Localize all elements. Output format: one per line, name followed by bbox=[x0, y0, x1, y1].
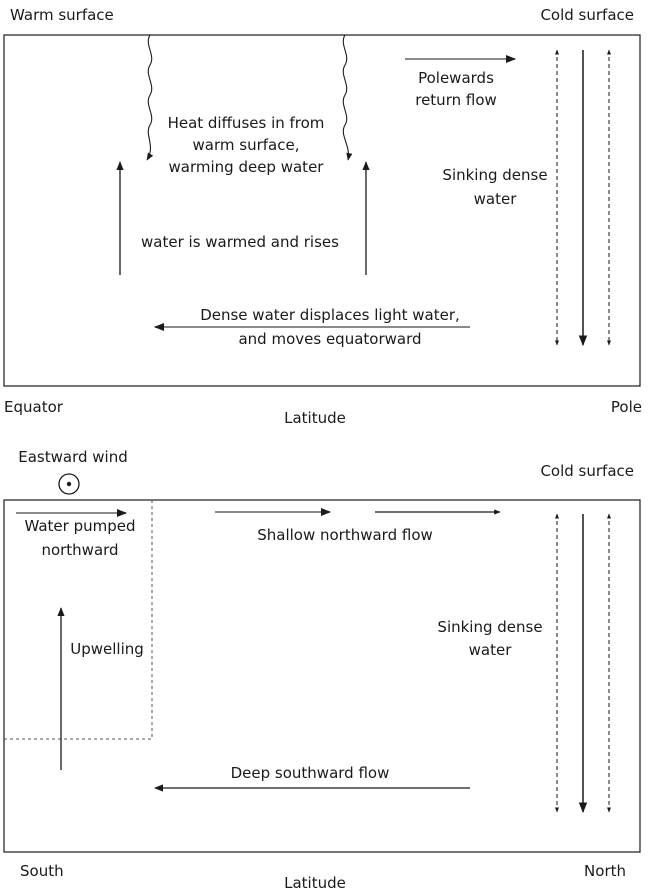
heat-diffusion-arrow-left bbox=[146, 34, 154, 161]
warmed-rises-text: water is warmed and rises bbox=[141, 233, 339, 251]
sinking-text-bottom-2: water bbox=[469, 641, 513, 659]
pumped-text-1: Water pumped bbox=[24, 517, 135, 535]
sinking-text-1: Sinking dense bbox=[442, 166, 547, 184]
eastward-wind-label: Eastward wind bbox=[18, 448, 127, 466]
heat-diffuses-text-2: warm surface, bbox=[193, 136, 300, 154]
dense-displaces-text-1: Dense water displaces light water, bbox=[200, 306, 460, 324]
sinking-text-bottom-1: Sinking dense bbox=[437, 618, 542, 636]
heat-diffuses-text-3: warming deep water bbox=[169, 158, 325, 176]
dense-displaces-text-2: and moves equatorward bbox=[238, 330, 421, 348]
bottom-panel-frame bbox=[3, 499, 641, 853]
top-panel-frame bbox=[3, 34, 641, 387]
sinking-text-2: water bbox=[474, 190, 518, 208]
warm-surface-label: Warm surface bbox=[10, 6, 114, 24]
eastward-wind-icon bbox=[58, 473, 80, 495]
bottom-panel: Eastward wind Cold surface Water pumped … bbox=[3, 448, 641, 892]
top-panel: Warm surface Cold surface Heat diffuses … bbox=[3, 6, 642, 427]
upwelling-text: Upwelling bbox=[70, 640, 144, 658]
upwelling-region-boundary bbox=[4, 500, 153, 740]
bottom-axis-right-label: North bbox=[584, 862, 626, 880]
cold-surface-label: Cold surface bbox=[540, 6, 634, 24]
top-axis-left-label: Equator bbox=[4, 398, 64, 416]
bottom-axis-title: Latitude bbox=[284, 874, 346, 892]
deep-flow-text: Deep southward flow bbox=[231, 764, 390, 782]
poleward-return-text-2: return flow bbox=[415, 91, 497, 109]
bottom-axis-left-label: South bbox=[20, 862, 64, 880]
poleward-return-text-1: Polewards bbox=[418, 69, 494, 87]
shallow-flow-text: Shallow northward flow bbox=[257, 526, 433, 544]
heat-diffuses-text-1: Heat diffuses in from bbox=[168, 114, 325, 132]
top-axis-right-label: Pole bbox=[611, 398, 642, 416]
cold-surface-label-bottom: Cold surface bbox=[540, 462, 634, 480]
top-axis-title: Latitude bbox=[284, 409, 346, 427]
heat-diffusion-arrow-right bbox=[342, 34, 353, 161]
pumped-text-2: northward bbox=[41, 541, 118, 559]
